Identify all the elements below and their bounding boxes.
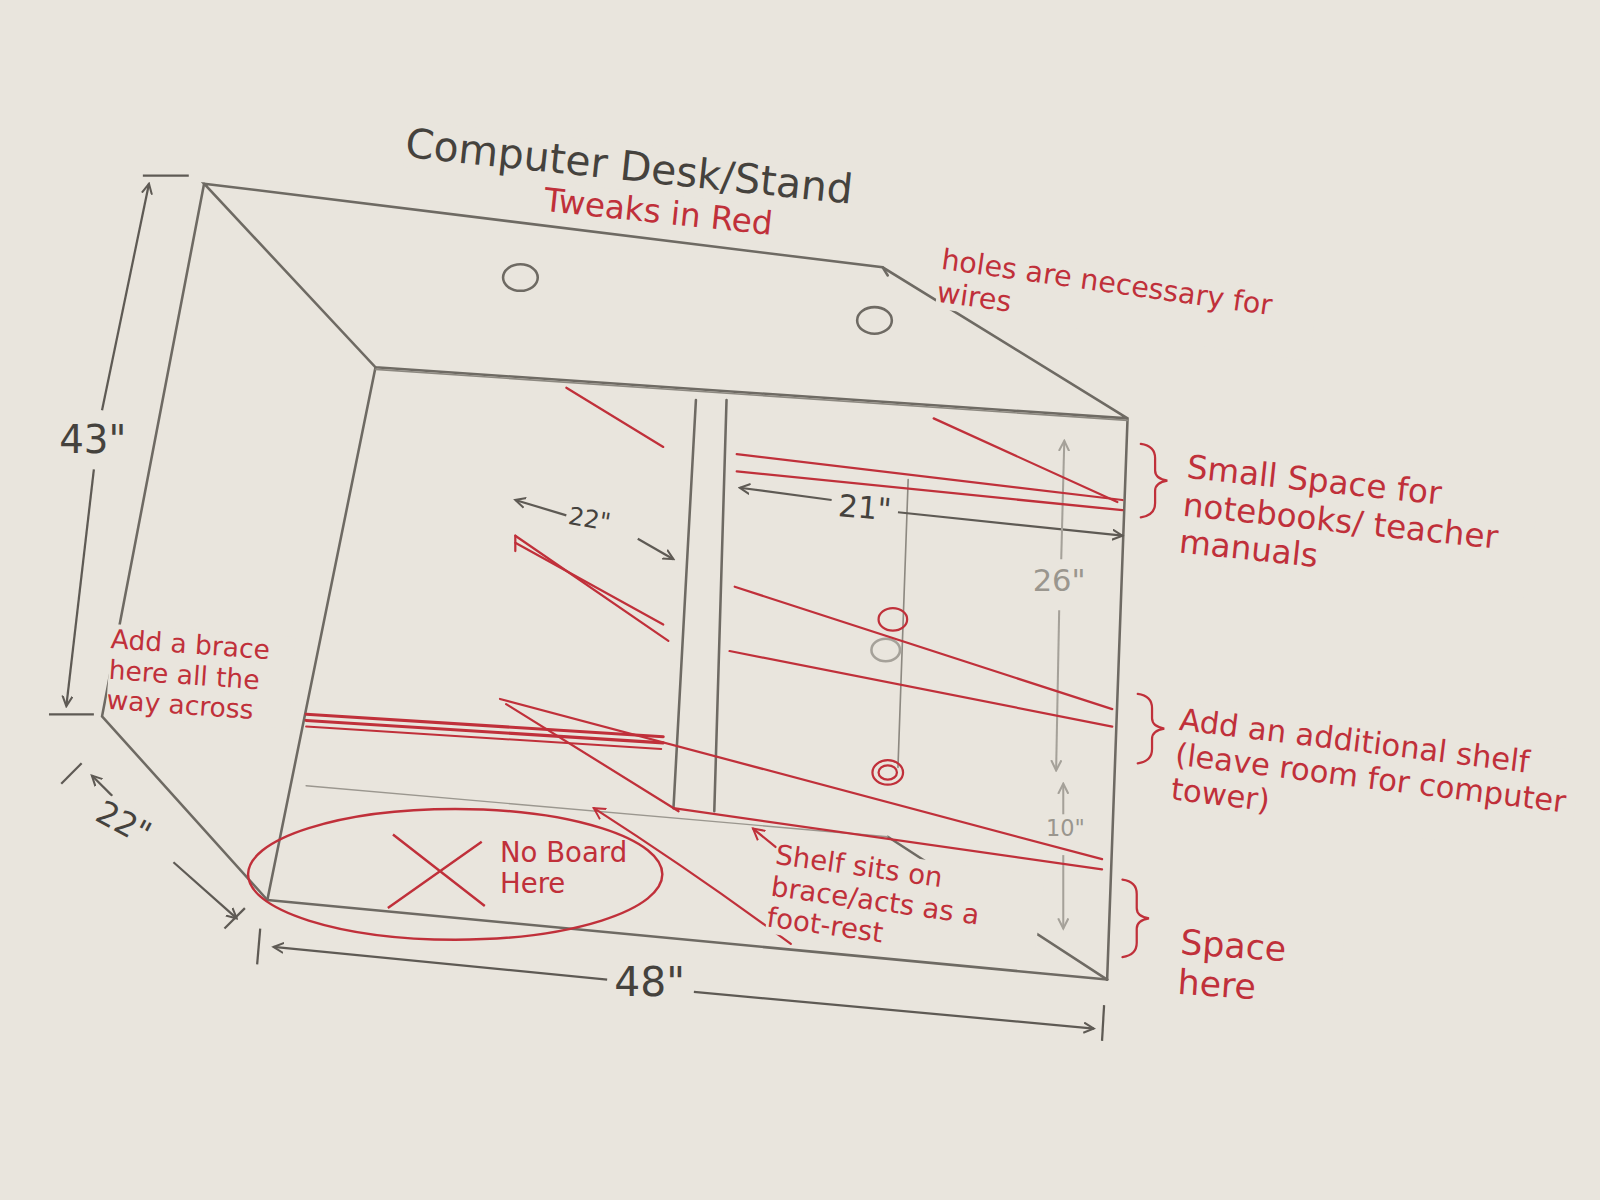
brace-note: Add a brace here all the way across: [106, 624, 296, 728]
width-dimension: 21": [837, 488, 893, 528]
wire-hole-note: holes are necessary for wires: [935, 243, 1318, 361]
footrest-note: Shelf sits on brace/acts as a foot-rest: [764, 839, 1045, 971]
shelf-note: Add an additional shelf (leave room for …: [1169, 702, 1582, 856]
shelf-note: Small Space for notebooks/ teacher manua…: [1177, 449, 1539, 598]
circled-region: No Board Here: [245, 806, 665, 943]
ellipse-outline: [245, 806, 665, 943]
height-dimension: 43": [59, 418, 126, 463]
width-dimension: 22": [567, 502, 614, 537]
height-dimension: 26": [1033, 563, 1086, 598]
region-label: No Board Here: [500, 837, 653, 900]
space-note: Space here: [1176, 923, 1344, 1014]
width-dimension: 48": [614, 959, 685, 1006]
height-dimension: 10": [1046, 816, 1085, 842]
depth-dimension: 22": [90, 794, 158, 854]
